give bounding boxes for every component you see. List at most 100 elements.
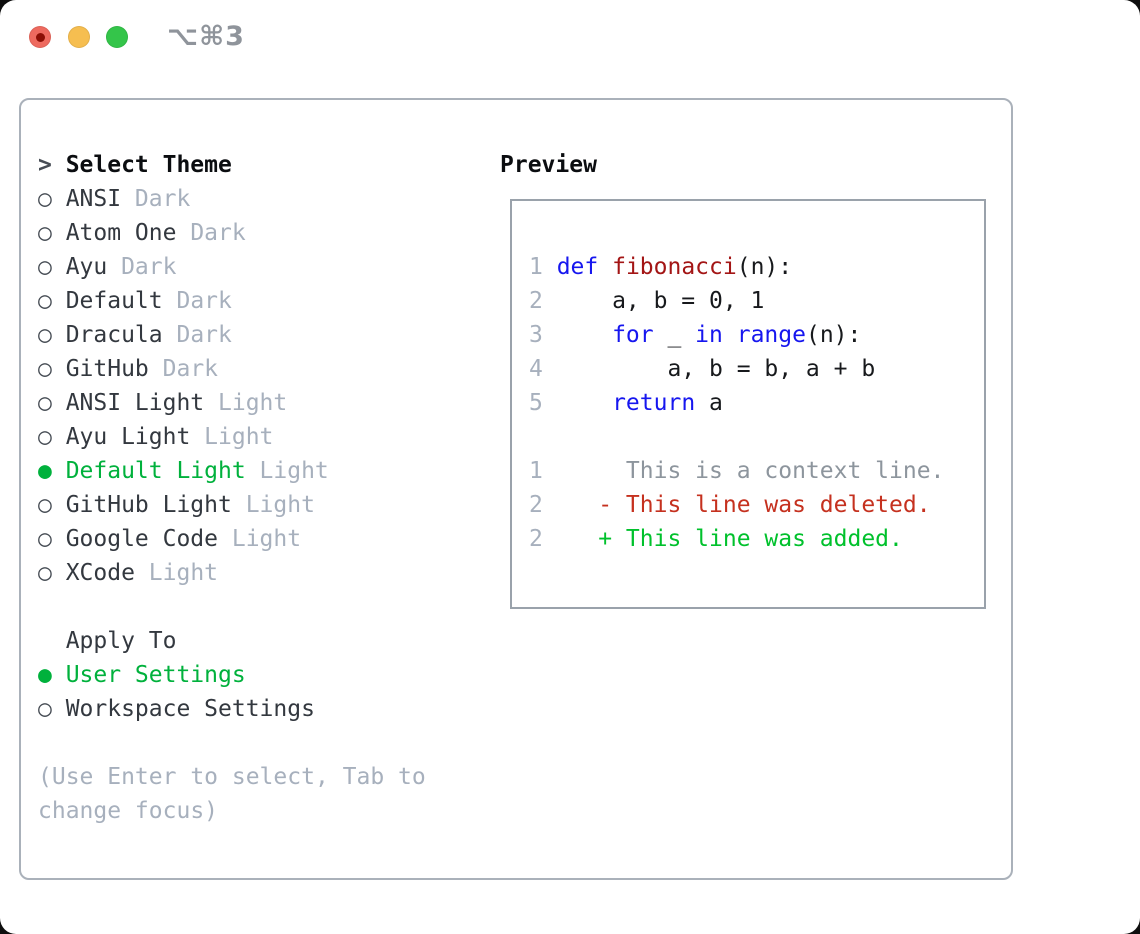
theme-name: Default Light <box>65 458 246 484</box>
line-number: 2 <box>529 526 543 552</box>
theme-name: Google Code <box>65 526 219 552</box>
radio-icon: ○ <box>38 390 52 416</box>
theme-name: Ayu <box>65 254 108 280</box>
theme-name: Ayu Light <box>65 424 191 450</box>
diff-added-line: 2 + This line was added. <box>529 522 944 556</box>
line-number: 1 <box>529 254 543 280</box>
code-text: (n): <box>736 254 793 280</box>
theme-tag: Dark <box>190 220 246 246</box>
code-text <box>598 254 612 280</box>
line-number: 1 <box>529 458 543 484</box>
theme-option-ayu-dark[interactable]: ○ Ayu Dark <box>38 250 426 284</box>
preview-title: Preview <box>500 152 597 178</box>
code-keyword: return <box>612 390 696 416</box>
diff-context-line: 1 This is a context line. <box>529 454 944 488</box>
radio-icon: ○ <box>38 560 52 586</box>
apply-option-user-settings[interactable]: ● User Settings <box>38 658 426 692</box>
line-number: 2 <box>529 288 543 314</box>
theme-option-dracula-dark[interactable]: ○ Dracula Dark <box>38 318 426 352</box>
code-text <box>557 322 612 348</box>
radio-icon: ○ <box>38 526 52 552</box>
theme-tag: Light <box>204 424 274 450</box>
theme-tag: Light <box>148 560 219 586</box>
code-line: 2 a, b = 0, 1 <box>529 284 944 318</box>
focus-caret-icon: > <box>38 152 52 178</box>
apply-option-workspace-settings[interactable]: ○ Workspace Settings <box>38 692 426 726</box>
spacer-row <box>38 590 426 624</box>
theme-option-default-light[interactable]: ● Default Light Light <box>38 454 426 488</box>
apply-option-label: Workspace Settings <box>65 696 315 722</box>
close-button[interactable] <box>29 26 51 48</box>
apply-to-header: Apply To <box>65 628 177 654</box>
theme-tag: Dark <box>176 322 232 348</box>
radio-icon: ○ <box>38 424 52 450</box>
theme-tag: Dark <box>121 254 177 280</box>
theme-name: Dracula <box>65 322 163 348</box>
theme-option-github-dark[interactable]: ○ GitHub Dark <box>38 352 426 386</box>
radio-icon: ○ <box>38 288 52 314</box>
radio-icon: ○ <box>38 186 52 212</box>
hint-text-line1: (Use Enter to select, Tab to <box>38 764 426 790</box>
theme-tag: Light <box>259 458 329 484</box>
theme-tag: Dark <box>176 288 232 314</box>
radio-icon: ○ <box>38 356 52 382</box>
code-text: a <box>695 390 723 416</box>
theme-option-default-dark[interactable]: ○ Default Dark <box>38 284 426 318</box>
radio-icon: ○ <box>38 322 52 348</box>
line-number: 4 <box>529 356 543 382</box>
radio-selected-icon: ● <box>38 458 52 484</box>
theme-name: GitHub Light <box>65 492 232 518</box>
theme-name: Default <box>65 288 163 314</box>
minimize-button[interactable] <box>68 26 90 48</box>
code-line: 4 a, b = b, a + b <box>529 352 944 386</box>
keyboard-shortcut-label: ⌥⌘3 <box>167 21 245 52</box>
blank-line <box>529 420 944 454</box>
theme-option-google-code-light[interactable]: ○ Google Code Light <box>38 522 426 556</box>
spacer-row <box>38 726 426 760</box>
radio-icon: ○ <box>38 220 52 246</box>
code-text <box>557 390 612 416</box>
radio-icon: ○ <box>38 696 52 722</box>
theme-option-ansi-dark[interactable]: ○ ANSI Dark <box>38 182 426 216</box>
line-number: 2 <box>529 492 543 518</box>
theme-option-xcode-light[interactable]: ○ XCode Light <box>38 556 426 590</box>
radio-selected-icon: ● <box>38 662 52 688</box>
context-text: This is a context line. <box>556 458 945 484</box>
zoom-button[interactable] <box>106 26 128 48</box>
code-text: _ <box>653 322 696 348</box>
theme-name: GitHub <box>65 356 149 382</box>
code-line: 3 for _ in range(n): <box>529 318 944 352</box>
theme-tag: Dark <box>134 186 191 212</box>
code-keyword: def <box>556 254 599 280</box>
code-keyword: range <box>736 322 806 348</box>
code-text: (n): <box>805 322 862 348</box>
line-number: 3 <box>529 322 543 348</box>
theme-name: Atom One <box>65 220 177 246</box>
theme-name: XCode <box>65 560 135 586</box>
theme-list-title: Select Theme <box>65 152 232 178</box>
code-text: a, b = b, a + b <box>556 356 876 382</box>
theme-name: ANSI Light <box>65 390 205 416</box>
theme-option-github-light[interactable]: ○ GitHub Light Light <box>38 488 426 522</box>
theme-option-ayu-light[interactable]: ○ Ayu Light Light <box>38 420 426 454</box>
radio-icon: ○ <box>38 492 52 518</box>
added-text: + This line was added. <box>556 526 903 552</box>
hint-text-line2: change focus) <box>38 798 219 824</box>
code-keyword: in <box>695 322 723 348</box>
code-text <box>723 322 737 348</box>
code-text: a, b = 0, 1 <box>556 288 765 314</box>
theme-tag: Light <box>245 492 315 518</box>
theme-option-atom-one-dark[interactable]: ○ Atom One Dark <box>38 216 426 250</box>
theme-list-header: > Select Theme <box>38 148 426 182</box>
radio-icon: ○ <box>38 254 52 280</box>
theme-name: ANSI <box>65 186 122 212</box>
apply-option-label: User Settings <box>65 662 246 688</box>
theme-tag: Light <box>231 526 302 552</box>
theme-tag: Dark <box>162 356 219 382</box>
